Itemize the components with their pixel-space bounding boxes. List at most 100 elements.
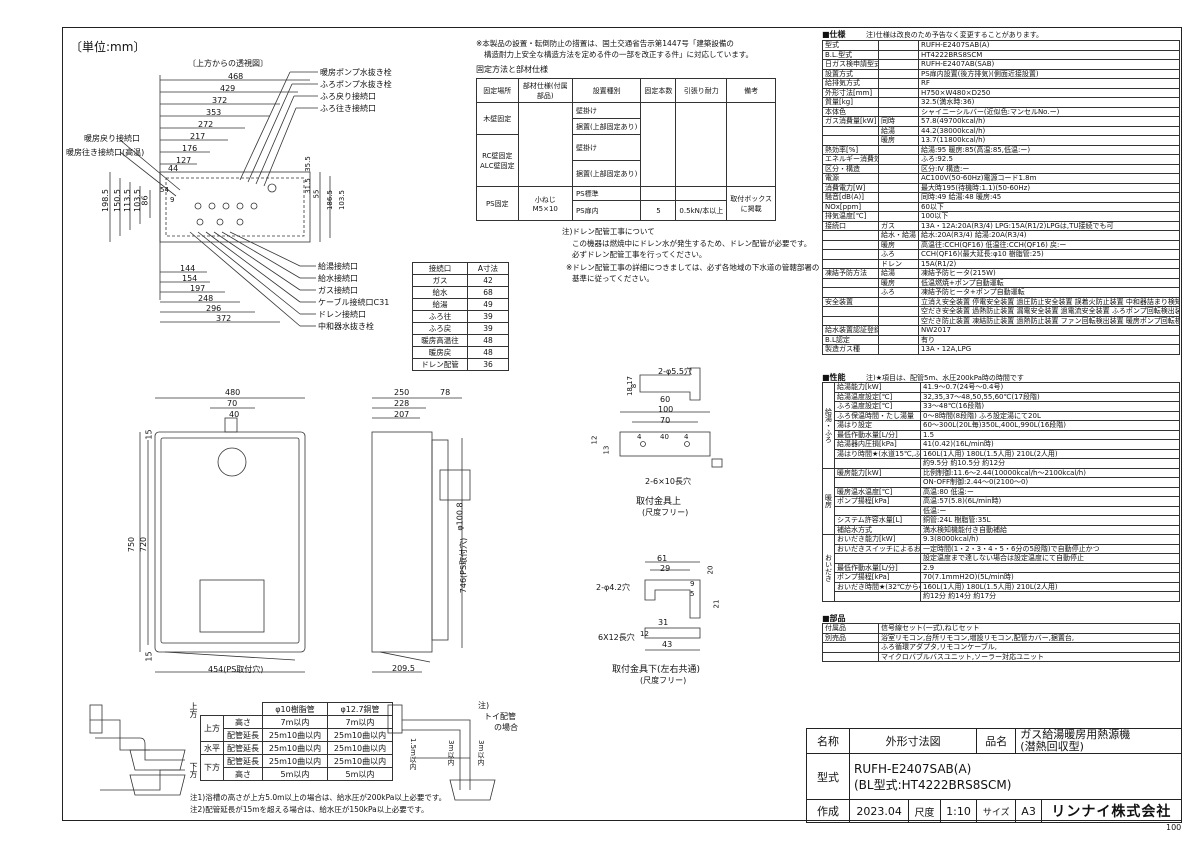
drain-note-4: ※ドレン配管工事の詳細につきましては、必ず各地域の下水道の管轄部署の xyxy=(566,263,820,272)
table-row: 質量[kg]32.5(満水時:36) xyxy=(822,97,1180,108)
spec-cell xyxy=(878,211,919,222)
spec-cell xyxy=(822,277,879,288)
spec-cell: 熱効率[%] xyxy=(822,144,879,155)
dim-35: 35.5 xyxy=(303,156,312,172)
parts-cell: ふろ循環アダプタ,リモコンケーブル, xyxy=(878,642,1180,653)
spec-cell xyxy=(878,315,919,326)
spec-cell xyxy=(878,296,919,307)
spec-cell xyxy=(822,230,879,240)
spec-cell: 13A・12A:20A(R3/4) LPG:15A(R1/2)LPGは,TU接続… xyxy=(918,220,1180,231)
perf-title-note: 注)★項目は、配管5m、水圧200kPa時の時間です xyxy=(866,374,1024,382)
table-row: 外形寸法[mm]H750×W480×D250 xyxy=(822,87,1180,98)
parts-cell: マイクロバブルバスユニット,ソーラー対応ユニット xyxy=(878,651,1180,662)
dim-86: 86 xyxy=(140,195,150,206)
spec-cell: NW2017 xyxy=(918,325,1180,336)
label-heating-supply-high: 暖房往き接続口(高温) xyxy=(66,148,145,157)
dim-720: 720 xyxy=(139,536,149,553)
perf-cell: 一定時間(1・2・3・4・5・6分の5段階)で自動停止かつ xyxy=(920,543,1180,554)
spec-cell: 区分・構造 xyxy=(822,163,879,174)
perf-group: 給湯・ふろ xyxy=(822,382,835,469)
tb-made-value: 2023.04 xyxy=(848,799,910,823)
spec-cell xyxy=(878,87,919,98)
pipe-h-copper: φ12.7銅管 xyxy=(327,702,393,716)
top-view-title: 〔上方からの透視図〕 xyxy=(188,59,268,68)
front-exhaust-circle xyxy=(217,447,247,477)
spec-cell: 騒音[dB(A)] xyxy=(822,192,879,203)
pipe-side-down: 下方 xyxy=(189,762,198,778)
table-row: 別売品浴室リモコン,台所リモコン,増設リモコン,配管カバー,据置台, xyxy=(822,632,1180,643)
perf-cell xyxy=(834,477,921,488)
table-row: 熱効率[%]給湯:95 暖房:85(高温:85,低温:ー) xyxy=(822,144,1180,155)
perf-cell xyxy=(834,591,921,602)
dim-103b: 103.5 xyxy=(338,189,347,211)
fix-wood-wall: 壁掛け xyxy=(571,102,642,119)
perf-cell: 160L(1人用) 180L(1.5人用) 210L(2人用) xyxy=(920,448,1180,459)
title-block: 名称 外形寸法図 品名 ガス給湯暖房用熱源機 (潜熱回収型) 型式 RUFH-E… xyxy=(806,728,1183,823)
perf-cell: 高温:57(5.8)(6L/min時) xyxy=(920,496,1180,507)
table-row: NOx[ppm]60以下 xyxy=(822,201,1180,212)
perf-cell: 比例制御:11.6〜2.44(10000kcal/h〜2100kcal/h) xyxy=(920,467,1180,478)
pipe-side-up: 上方 xyxy=(189,702,198,718)
fix-h-place: 固定場所 xyxy=(476,78,519,103)
table-row: 湯はり時間★(水道15℃,ふろ設定42℃)160L(1人用) 180L(1.5人… xyxy=(823,448,1180,459)
perf-cell: 湯はり時間★(水道15℃,ふろ設定42℃) xyxy=(834,448,921,459)
perf-cell: 設定温度まで達しない場合は設定温度にて自動停止 xyxy=(920,553,1180,564)
table-row: エネルギー消費効率[%]ふろ:92.5 xyxy=(822,154,1180,165)
spec-cell: ふろ:92.5 xyxy=(918,154,1180,165)
perf-group: 暖房 xyxy=(822,467,835,535)
dim-746: 746(PS取付穴) xyxy=(459,537,469,594)
table-row: 暖房高温往:CCH(QF16) 低温往:CCH(QF16) 戻:ー xyxy=(822,239,1180,250)
spec-cell: 有り xyxy=(918,334,1180,345)
pipe-3m-b: 3m以内 xyxy=(477,740,485,766)
drain-note-2: この機器は燃焼中にドレン水が発生するため、ドレン配管が必要です。 xyxy=(572,239,812,248)
tb-product: ガス給湯暖房用熱源機 (潜熱回収型) xyxy=(1015,728,1182,754)
parts-cell xyxy=(822,642,879,653)
tb-scale-value: 1:10 xyxy=(939,799,978,823)
spec-cell: ふろ xyxy=(878,249,919,260)
spec-cell: AC100V(50-60Hz)電源コード1.8m xyxy=(918,173,1180,184)
fix-wood-floor: 据置(上部固定あり) xyxy=(571,118,642,135)
perf-cell: 暖房能力[kW] xyxy=(834,467,921,478)
table-row: 給湯・ふろ給湯能力[kW]41.9〜0.7(24号〜0.4号) xyxy=(822,382,1180,469)
spec-cell: 本体色 xyxy=(822,106,879,117)
tb-made-label: 作成 xyxy=(806,799,850,823)
dim-21: 21 xyxy=(712,599,721,609)
perf-cell: 60〜300L(20L毎)350L,400L,990L(16段階) xyxy=(920,420,1180,431)
spec-cell: 15A(R1/2) xyxy=(918,258,1180,269)
fix-ps-std: PS標準 xyxy=(571,186,642,201)
dim-186: 186.5 xyxy=(326,189,335,211)
perf-cell: 最低作動水量[L/分] xyxy=(834,429,921,440)
table-row: 約9.5分 約10.5分 約12分 xyxy=(823,458,1180,469)
dim-12b: 12 xyxy=(640,630,649,638)
dim-4b: 4 xyxy=(684,433,689,441)
tb-model-label: 型式 xyxy=(806,753,850,800)
label-hot-water-port: 給湯接続口 xyxy=(318,262,358,271)
toi-note-2: トイ配管 xyxy=(484,712,516,721)
spec-cell: 区分:Ⅳ 構造:ー xyxy=(918,163,1180,174)
spec-cell: PS扉内設置(後方排気)(側面近接設置) xyxy=(918,68,1180,79)
fix-count: 5 xyxy=(640,200,677,221)
table-row: 暖房低温燃焼+ポンプ自動運転 xyxy=(822,277,1180,288)
bracket-top-hole: 2-φ5.5穴 xyxy=(658,367,692,376)
perf-cell: おいだき能力[kW] xyxy=(834,534,921,545)
label-gas-port: ガス接続口 xyxy=(318,286,358,295)
dim-31b: 31 xyxy=(658,618,669,627)
unit-label: 〔単位:mm〕 xyxy=(70,40,146,54)
parts-cell: 信号線セット(一式),ねじセット xyxy=(878,623,1180,634)
perf-cell: ふろ保温時間・たし湯量 xyxy=(834,410,921,421)
table-row: 設定温度まで達しない場合は設定温度にて自動停止 xyxy=(823,553,1180,564)
spec-cell xyxy=(878,334,919,345)
spec-cell: 凍結予防ヒータ(215W) xyxy=(918,268,1180,279)
spec-cell: RUFH-E2407SAB(A) xyxy=(918,40,1180,51)
label-cable-port: ケーブル接続口C31 xyxy=(318,298,390,307)
